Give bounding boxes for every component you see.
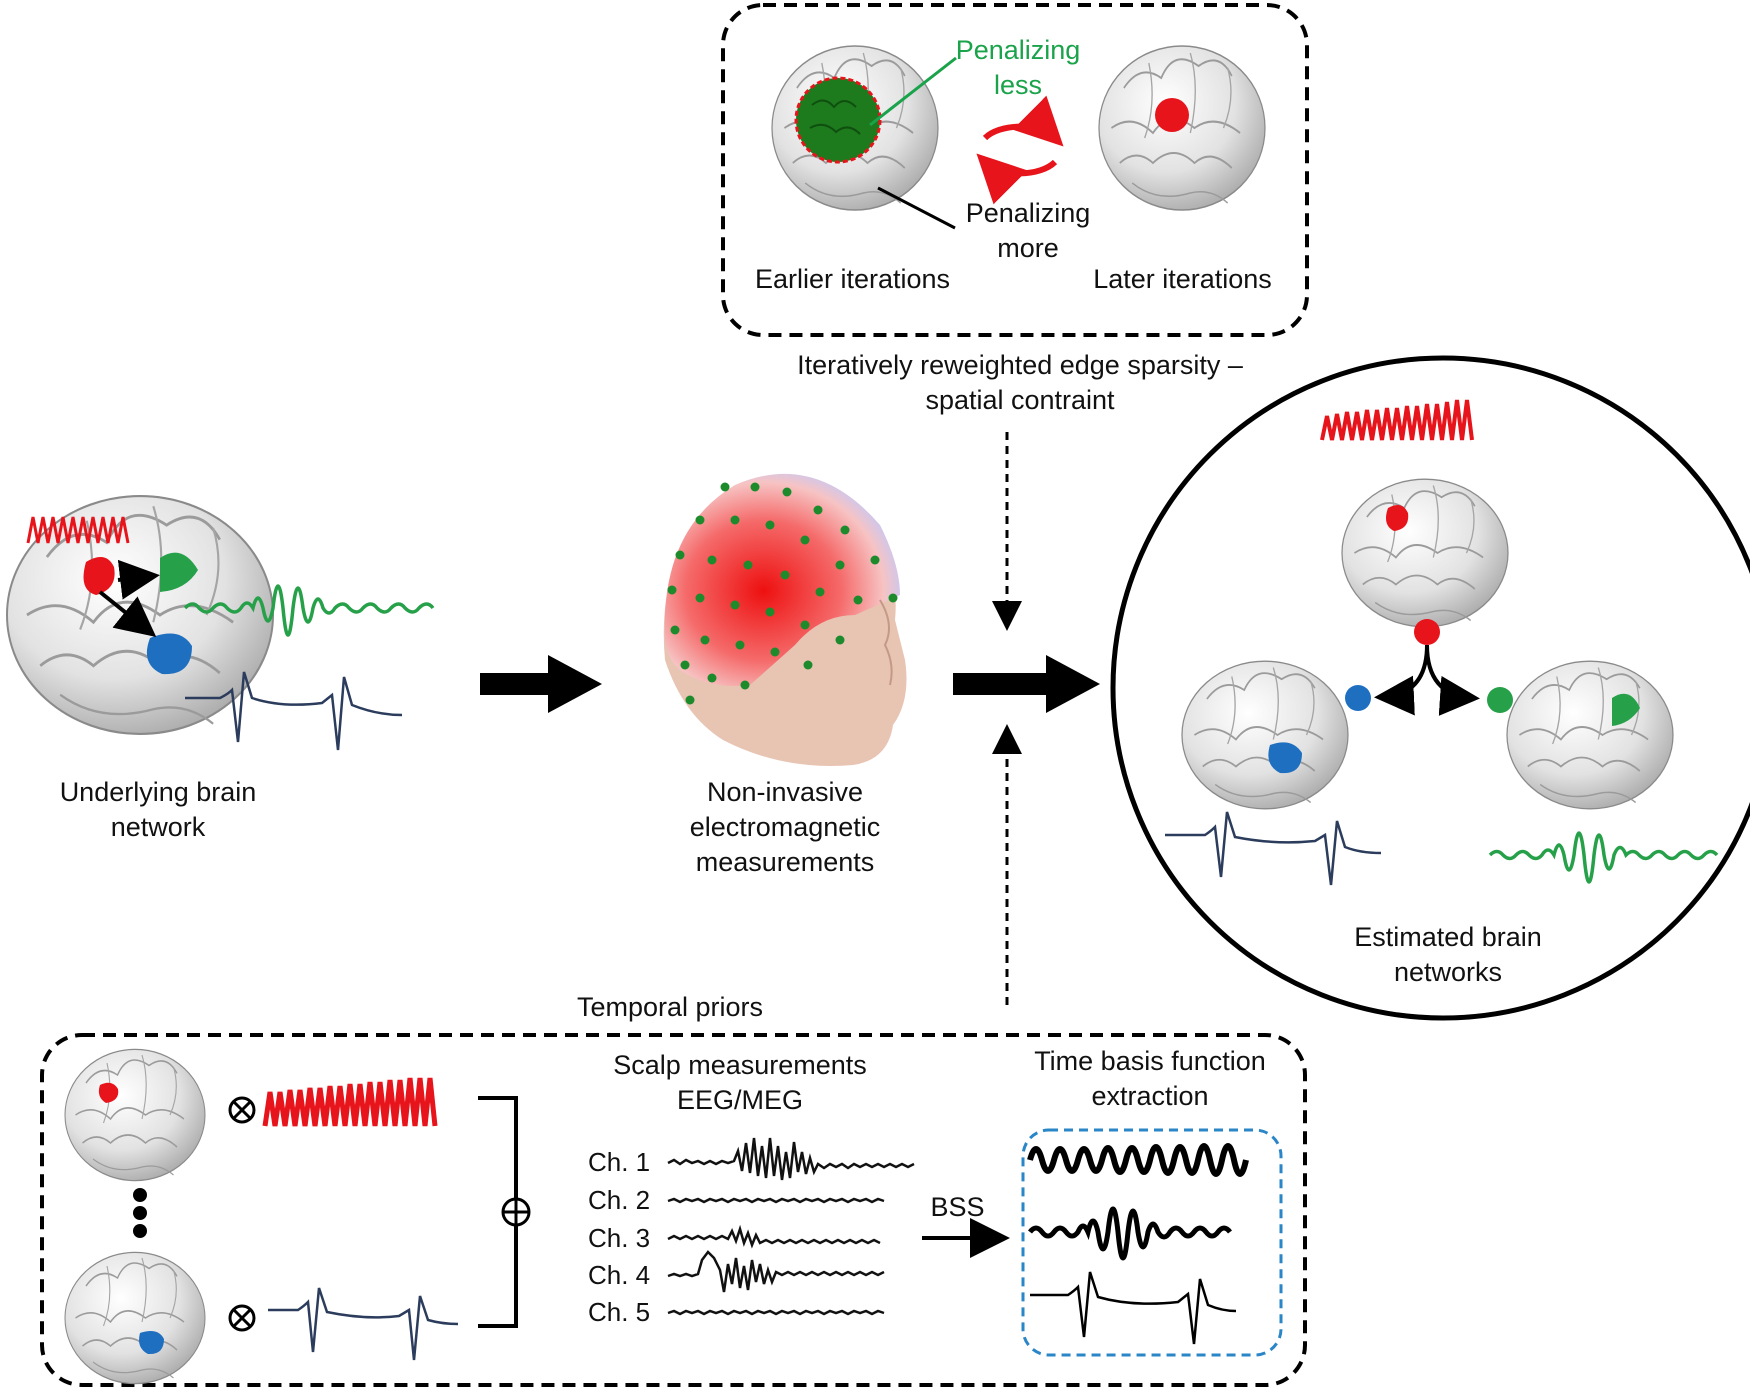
estimated-red-region	[1386, 504, 1409, 531]
node-green	[1487, 687, 1513, 713]
basis-function-1	[1027, 1143, 1249, 1177]
underlying-line-1: Underlying brain	[59, 777, 257, 807]
basis-function-3	[1030, 1271, 1237, 1345]
estimated-line-2: networks	[1393, 957, 1503, 987]
penalizing-more-label: Penalizing more	[948, 196, 1108, 266]
estimated-green-signal	[1488, 831, 1719, 884]
brain-icon-estimated-left	[1181, 660, 1349, 810]
edge-red-blue	[1374, 644, 1429, 716]
blue-source-signal	[185, 671, 403, 751]
red-source-signal	[26, 516, 130, 544]
penalizing-less-pointer	[869, 56, 957, 127]
penalizing-more-pointer	[877, 186, 956, 230]
estimated-blue-region	[1268, 742, 1302, 774]
edge-red-green	[1425, 644, 1480, 716]
channel-2-trace	[667, 1197, 885, 1204]
channel-label-3: Ch. 3	[588, 1223, 651, 1253]
head-icon	[663, 473, 907, 766]
red-source-region	[83, 557, 115, 595]
penalizing-more-line-1: Penalizing	[965, 198, 1091, 228]
channel-label-4: Ch. 4	[588, 1260, 651, 1290]
connection-arrow-red-green	[117, 559, 160, 600]
node-red	[1414, 619, 1440, 645]
temporal-priors-title: Temporal priors	[576, 992, 764, 1022]
penalizing-less-line-1: Penalizing	[955, 35, 1081, 65]
region-earlier-iterations	[794, 76, 882, 164]
green-source-signal	[183, 584, 435, 637]
channel-1-trace	[667, 1137, 915, 1181]
ellipsis-dots	[133, 1188, 147, 1238]
channel-label-2: Ch. 2	[588, 1185, 651, 1215]
connection-arrow-red-blue	[98, 590, 157, 637]
channel-5-trace	[667, 1309, 885, 1316]
channel-label-1: Ch. 1	[588, 1147, 651, 1177]
penalizing-more-line-2: more	[997, 233, 1059, 263]
earlier-iterations-label: Earlier iterations	[754, 264, 951, 294]
spatial-caption-line-2: spatial contraint	[925, 385, 1115, 415]
time-basis-label: Time basis function extraction	[1010, 1044, 1290, 1114]
brain-icon-estimated-right	[1506, 660, 1674, 810]
bss-label: BSS	[930, 1192, 985, 1222]
estimated-blue-signal	[1165, 811, 1382, 886]
time-basis-line-1: Time basis function	[1034, 1046, 1266, 1076]
measurement-line-2: electromagnetic	[689, 812, 881, 842]
scalp-line-2: EEG/MEG	[676, 1085, 804, 1115]
electrode-dots	[667, 482, 898, 705]
scalp-line-1: Scalp measurements	[613, 1050, 867, 1080]
node-blue	[1345, 685, 1371, 711]
brain-icon-prior-top	[64, 1048, 206, 1182]
estimated-networks-label: Estimated brain networks	[1318, 920, 1578, 990]
measurement-line-3: measurements	[695, 847, 875, 877]
basis-function-2	[1028, 1206, 1232, 1261]
time-basis-line-2: extraction	[1091, 1081, 1209, 1111]
spatial-constraint-box	[721, 3, 1309, 337]
arrow-icon-to-estimation	[953, 655, 1100, 713]
penalizing-less-label: Penalizing less	[938, 33, 1098, 103]
brain-icon-prior-bottom	[64, 1251, 206, 1385]
prior-blue-region	[139, 1331, 164, 1355]
prior-blue-signal	[268, 1287, 459, 1361]
penalizing-less-line-2: less	[993, 70, 1042, 100]
prior-red-signal	[262, 1077, 438, 1127]
tensor-product-icon-top	[228, 1096, 256, 1124]
underlying-network-label: Underlying brain network	[28, 775, 288, 845]
channel-3-trace	[667, 1224, 881, 1249]
region-later-iterations	[1155, 98, 1189, 132]
prior-red-region	[98, 1082, 119, 1103]
measurement-line-1: Non-invasive	[706, 777, 864, 807]
channel-4-trace	[667, 1250, 885, 1293]
scalp-measurements-label: Scalp measurements EEG/MEG	[600, 1048, 880, 1118]
blue-source-region	[146, 633, 192, 675]
channel-label-5: Ch. 5	[588, 1297, 651, 1327]
arrow-icon-to-measurements	[480, 655, 602, 713]
estimated-line-1: Estimated brain	[1354, 922, 1542, 952]
estimated-green-region	[1612, 693, 1640, 726]
direct-sum-icon	[501, 1197, 531, 1227]
spatial-caption-line-1: Iteratively reweighted edge sparsity –	[797, 350, 1243, 380]
spatial-constraint-caption: Iteratively reweighted edge sparsity – s…	[760, 348, 1280, 418]
later-iterations-label: Later iterations	[1093, 264, 1272, 294]
estimated-red-signal	[1320, 399, 1474, 441]
brain-icon-estimated-top	[1341, 478, 1509, 628]
temporal-priors-box	[40, 1033, 1307, 1387]
cycle-arrows-icon	[976, 95, 1064, 205]
estimated-networks-circle	[1110, 355, 1750, 1021]
underlying-line-2: network	[110, 812, 206, 842]
time-basis-box	[1021, 1128, 1283, 1357]
measurements-label: Non-invasive electromagnetic measurement…	[660, 775, 910, 880]
tensor-product-icon-bottom	[228, 1304, 256, 1332]
green-source-region	[160, 552, 198, 592]
